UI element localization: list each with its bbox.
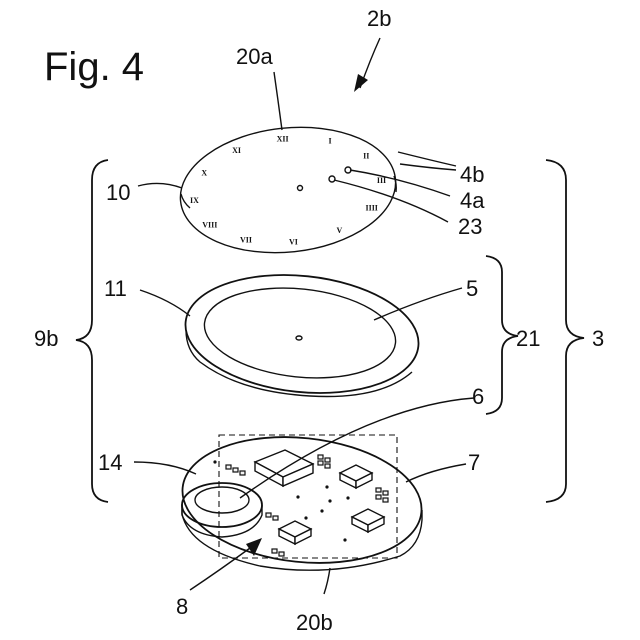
dial-plate: IIIIIIIIIIVVIVIIVIIIIXXXIXII xyxy=(174,117,402,263)
label-4b: 4b xyxy=(460,162,484,187)
disc-center-hole xyxy=(296,336,302,340)
dial-numeral: III xyxy=(377,176,386,185)
label-4a: 4a xyxy=(460,188,485,213)
label-10: 10 xyxy=(106,180,130,205)
leader-20a xyxy=(274,72,282,130)
label-20b: 20b xyxy=(296,610,333,635)
label-8: 8 xyxy=(176,594,188,619)
brace-21 xyxy=(486,256,518,414)
leader-11 xyxy=(140,290,190,316)
label-3: 3 xyxy=(592,326,604,351)
sensor-hole-23 xyxy=(329,176,335,182)
label-23: 23 xyxy=(458,214,482,239)
label-5: 5 xyxy=(466,276,478,301)
leader-4b-b xyxy=(400,164,456,170)
dial-numeral: V xyxy=(337,226,343,235)
dial-center-hole xyxy=(298,186,303,191)
label-20a: 20a xyxy=(236,44,273,69)
dial-numeral: VII xyxy=(240,236,252,245)
dial-numeral: II xyxy=(363,152,369,161)
label-14: 14 xyxy=(98,450,122,475)
chip-right-top xyxy=(340,465,372,488)
dial-numeral: IIII xyxy=(365,203,377,212)
dial-numeral: I xyxy=(328,136,331,145)
dial-numerals: IIIIIIIIIIVVIVIIVIIIIXXXIXII xyxy=(190,134,386,246)
leader-5 xyxy=(374,288,462,320)
label-11: 11 xyxy=(104,276,127,301)
dial-numeral: XII xyxy=(277,134,289,143)
figure-title: Fig. 4 xyxy=(44,45,144,89)
leader-4b-a xyxy=(398,152,456,166)
label-21: 21 xyxy=(516,326,540,351)
dial-numeral: X xyxy=(201,169,207,178)
label-9b: 9b xyxy=(34,326,58,351)
leader-14 xyxy=(134,462,196,474)
dial-numeral: VI xyxy=(289,238,298,247)
label-7: 7 xyxy=(468,450,480,475)
leader-10 xyxy=(138,183,182,188)
chip-right-bottom xyxy=(352,509,384,532)
leader-20b xyxy=(324,568,330,594)
dial-ring-and-disc xyxy=(180,264,425,404)
leader-4a xyxy=(350,170,450,196)
label-6: 6 xyxy=(472,384,484,409)
leader-7 xyxy=(406,464,466,482)
brace-3 xyxy=(546,160,584,502)
dial-numeral: XI xyxy=(232,146,241,155)
dial-numeral: VIII xyxy=(202,220,217,229)
label-2b: 2b xyxy=(367,6,391,31)
circuit-board xyxy=(176,426,428,574)
arrow-8 xyxy=(190,548,250,590)
dial-numeral: IX xyxy=(190,196,199,205)
chip-left-bottom xyxy=(279,521,311,544)
